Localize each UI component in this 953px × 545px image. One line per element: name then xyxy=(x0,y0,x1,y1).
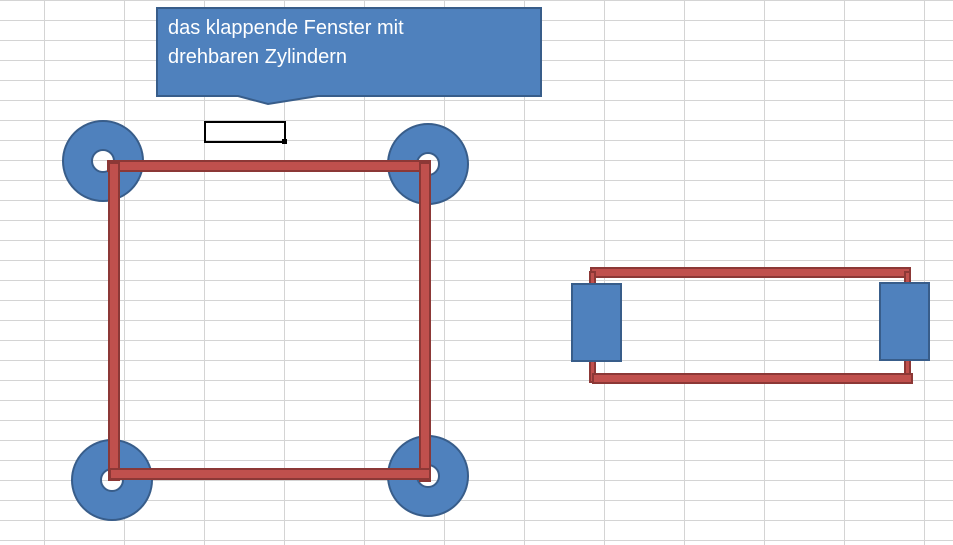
left-window-frame xyxy=(107,160,431,482)
frame-bar-right[interactable] xyxy=(419,162,431,482)
callout-text[interactable]: das klappende Fenster mit drehbaren Zyli… xyxy=(168,17,404,68)
callout-shape[interactable] xyxy=(156,7,542,106)
fill-handle[interactable] xyxy=(282,139,287,144)
side-frame-bar-bottom[interactable] xyxy=(592,373,913,384)
left-window-cylinders xyxy=(61,120,470,521)
frame-bar-bottom[interactable] xyxy=(109,468,431,480)
right-window-side-view xyxy=(571,267,930,384)
frame-bar-left[interactable] xyxy=(108,162,120,481)
side-frame-bar-top[interactable] xyxy=(590,267,911,278)
active-cell-selection[interactable] xyxy=(204,121,286,143)
frame-bar-top[interactable] xyxy=(107,160,431,172)
side-cylinder-left[interactable] xyxy=(571,283,622,362)
side-cylinder-right[interactable] xyxy=(879,282,930,361)
